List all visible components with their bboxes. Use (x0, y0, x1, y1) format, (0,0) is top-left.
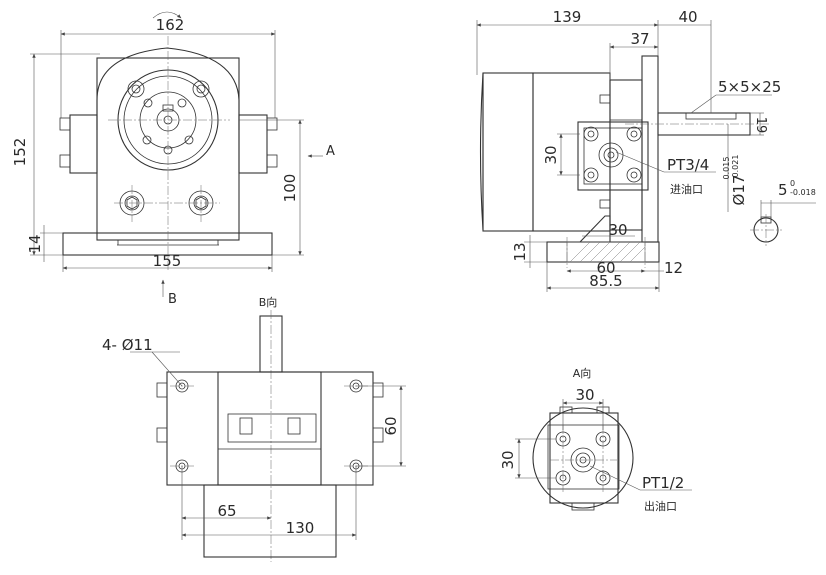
dim-port-30: 30 (542, 145, 560, 164)
tol-upper: 0.015 (722, 157, 731, 180)
bottom-view: B向 4- Ø11 60 (102, 295, 406, 562)
dim-139: 139 (553, 8, 582, 26)
dim-60: 60 (596, 259, 615, 277)
label-b: B (168, 292, 177, 307)
dim-slot-30: 30 (608, 221, 627, 239)
dim-155: 155 (153, 252, 182, 270)
dim-152: 152 (11, 138, 29, 167)
dim-130: 130 (286, 519, 315, 537)
view-b-title: B向 (259, 295, 278, 309)
dim-12: 12 (664, 259, 683, 277)
dim-port-y-30: 30 (499, 450, 517, 469)
dim-13: 13 (511, 242, 529, 261)
dim-85-5: 85.5 (589, 272, 622, 290)
dim-key-width: 5 (778, 181, 788, 199)
outlet-label: 出油口 (644, 499, 677, 513)
front-view: 162 (11, 11, 335, 307)
dim-60-b: 60 (382, 416, 400, 435)
hole-spec: 4- Ø11 (102, 336, 153, 354)
dim-37: 37 (630, 30, 649, 48)
key-spec: 5×5×25 (718, 78, 781, 96)
outlet-port: PT1/2 (642, 474, 684, 492)
key-tol-lower: -0.018 (790, 188, 816, 197)
side-view: 139 40 37 5×5×25 19 Ø17 0.015 0.021 5 0 … (476, 8, 816, 292)
rotation-arrow-icon (152, 11, 182, 19)
dim-100: 100 (281, 174, 299, 203)
key-tol-upper: 0 (790, 179, 795, 188)
dim-40: 40 (678, 8, 697, 26)
label-a: A (326, 144, 335, 159)
dim-65: 65 (217, 502, 236, 520)
dim-shaft-dia: Ø17 (730, 175, 748, 206)
inlet-port: PT3/4 (667, 156, 709, 174)
port-view: A向 30 30 PT1/2 出油口 (499, 366, 692, 513)
view-a-title: A向 (573, 366, 592, 380)
tol-lower: 0.021 (731, 155, 740, 178)
dim-162: 162 (156, 16, 185, 34)
dim-port-x-30: 30 (575, 386, 594, 404)
inlet-label: 进油口 (670, 182, 703, 196)
dim-14: 14 (26, 234, 44, 253)
dim-19: 19 (753, 117, 768, 134)
